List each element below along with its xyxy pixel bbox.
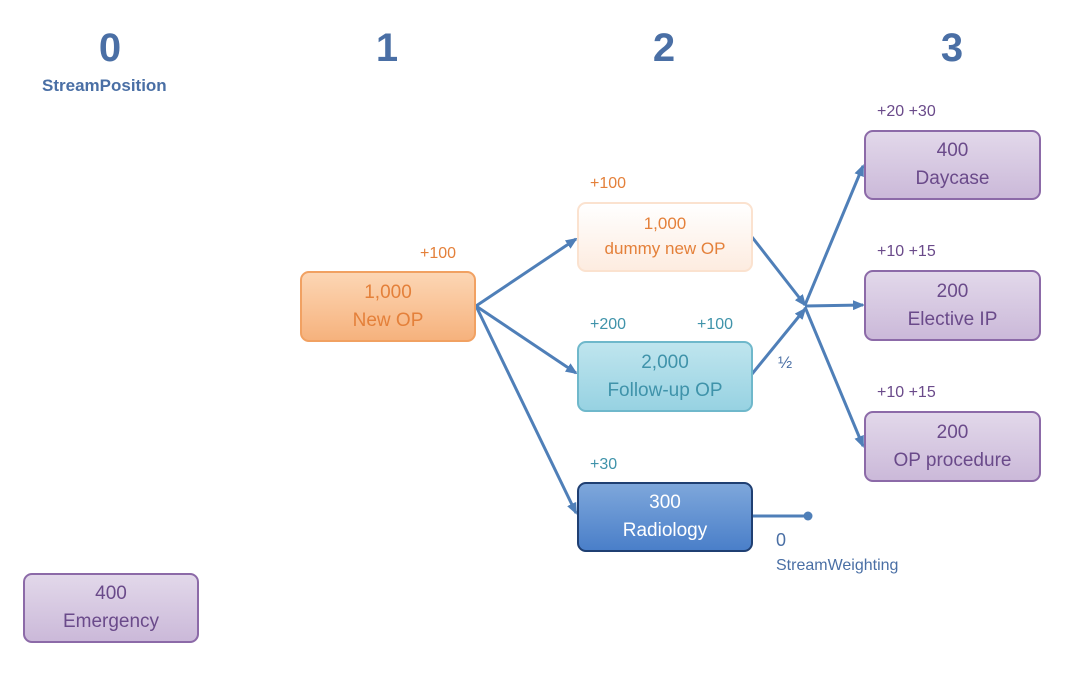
arrow-dummy-to-junction	[750, 236, 807, 307]
node-follow-up-op[interactable]: 2,000 Follow-up OP	[577, 341, 753, 412]
node-daycase-value: 400	[936, 140, 969, 162]
node-op-procedure[interactable]: 200 OP procedure	[864, 411, 1041, 482]
node-new-op[interactable]: 1,000 New OP	[300, 271, 476, 342]
arrow-new-op-to-follow-up	[475, 304, 578, 375]
column-3-number: 3	[940, 26, 964, 70]
arrow-new-op-to-dummy	[475, 237, 578, 308]
node-daycase-annotation: +20 +30	[877, 103, 936, 120]
node-dummy-new-op-label: dummy new OP	[604, 239, 726, 258]
stream-weighting-value: 0	[776, 530, 787, 550]
radiology-terminal-dot	[803, 511, 813, 521]
node-elective-ip-label: Elective IP	[907, 308, 998, 330]
stream-weighting-label: StreamWeighting	[776, 557, 899, 574]
node-dummy-new-op-annotation: +100	[590, 175, 627, 192]
arrow-follow-up-to-junction	[750, 307, 807, 375]
column-1-number: 1	[375, 26, 399, 70]
node-follow-up-op-value: 2,000	[641, 351, 689, 373]
node-dummy-new-op-value: 1,000	[643, 214, 687, 234]
node-new-op-value: 1,000	[364, 281, 412, 303]
node-emergency-value: 400	[95, 583, 127, 605]
node-op-procedure-value: 200	[936, 421, 969, 443]
column-0-number: 0	[98, 26, 122, 70]
node-dummy-new-op[interactable]: 1,000 dummy new OP	[577, 202, 753, 272]
follow-up-fraction-label: ½	[778, 353, 793, 372]
node-radiology-value: 300	[649, 492, 681, 514]
node-emergency-label: Emergency	[62, 611, 160, 632]
node-op-procedure-annotation: +10 +15	[877, 384, 936, 401]
node-elective-ip-annotation: +10 +15	[877, 243, 936, 260]
node-radiology-annotation: +30	[590, 456, 618, 473]
node-new-op-annotation: +100	[420, 245, 457, 262]
column-0-label: StreamPosition	[42, 76, 167, 95]
node-radiology[interactable]: 300 Radiology	[577, 482, 753, 552]
node-emergency[interactable]: 400 Emergency	[23, 573, 199, 643]
node-follow-up-op-annotation-right: +100	[697, 316, 734, 333]
node-daycase-label: Daycase	[915, 168, 990, 189]
node-elective-ip[interactable]: 200 Elective IP	[864, 270, 1041, 341]
node-elective-ip-value: 200	[936, 280, 969, 302]
node-daycase[interactable]: 400 Daycase	[864, 130, 1041, 200]
node-follow-up-op-annotation-left: +200	[590, 316, 627, 333]
column-2-number: 2	[652, 26, 676, 70]
node-radiology-label: Radiology	[622, 520, 708, 541]
arrow-new-op-to-radiology	[474, 305, 578, 515]
node-follow-up-op-label: Follow-up OP	[607, 379, 723, 401]
node-op-procedure-label: OP procedure	[893, 449, 1012, 471]
arrow-junction-to-elective-ip	[804, 300, 865, 311]
arrow-junction-to-op-procedure	[803, 306, 865, 448]
node-new-op-label: New OP	[352, 309, 424, 331]
arrow-junction-to-daycase	[803, 164, 865, 306]
